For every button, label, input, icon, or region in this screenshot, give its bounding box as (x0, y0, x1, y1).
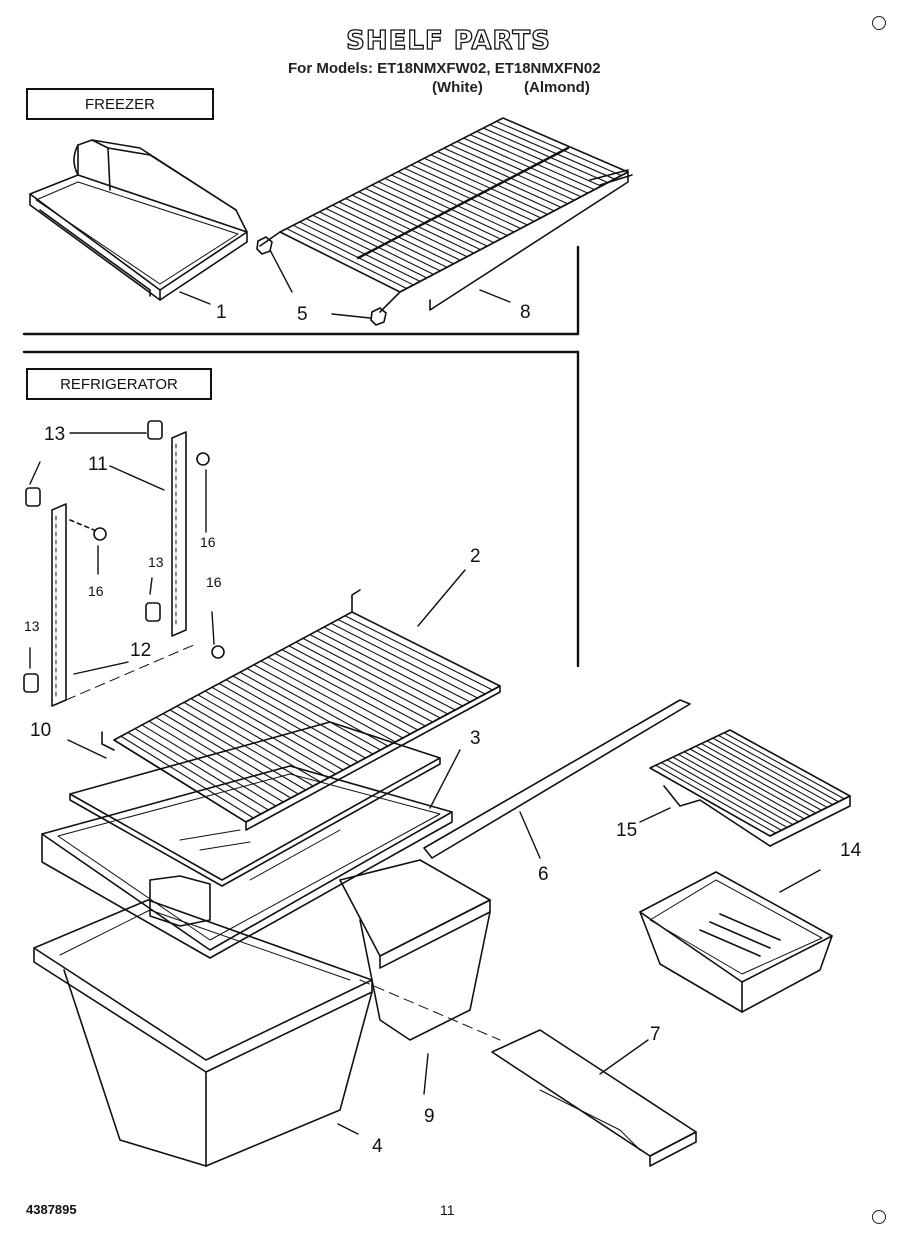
part-15-small-shelf (649, 729, 851, 847)
callout-2: 2 (470, 546, 481, 567)
callout-3: 3 (470, 728, 481, 749)
white-label: (White) (432, 79, 483, 96)
callout-13-mid: 13 (148, 554, 164, 570)
almond-label: (Almond) (524, 79, 590, 96)
part-4-crisper-drawer (33, 899, 373, 1167)
callout-9: 9 (424, 1106, 435, 1127)
callout-16-lower: 16 (206, 574, 222, 590)
part-number: 4387895 (26, 1202, 77, 1217)
part-6-divider-strip (423, 699, 691, 859)
freezer-section-label: FREEZER (26, 88, 214, 120)
models-line: For Models: ET18NMXFW02, ET18NMXFN02 (288, 60, 601, 77)
callout-14: 14 (840, 840, 862, 861)
callout-13-bottom: 13 (24, 618, 40, 634)
part-7-cover (491, 1029, 697, 1167)
part-12-shelf-ladder (51, 503, 197, 707)
page-number: 11 (440, 1202, 455, 1218)
part-10-glass-shelf (69, 721, 441, 887)
callout-13-top: 13 (44, 424, 66, 445)
part-8-freezer-wire-shelf (259, 117, 633, 313)
page-title: SHELF PARTS (345, 25, 551, 56)
callout-16-right: 16 (200, 534, 216, 550)
callout-4: 4 (372, 1136, 383, 1157)
registration-mark-bottom (872, 1210, 886, 1224)
part-5-shelf-supports (256, 236, 387, 326)
callout-5: 5 (297, 304, 308, 325)
callout-6: 6 (538, 864, 549, 885)
registration-mark-top (872, 16, 886, 30)
callout-1: 1 (216, 302, 227, 323)
callout-11: 11 (88, 454, 108, 475)
part-13-brackets (23, 420, 163, 693)
callout-leaders (29, 249, 821, 1135)
part-3-shelf-frame (41, 765, 453, 959)
callout-15: 15 (616, 820, 638, 841)
callout-12: 12 (130, 640, 152, 661)
refrigerator-section-label: REFRIGERATOR (26, 368, 212, 400)
callout-7: 7 (650, 1024, 661, 1045)
part-11-shelf-ladder (171, 431, 187, 637)
part-2-wire-shelf (101, 589, 501, 831)
section-dividers (22, 245, 580, 668)
part-14-small-drawer (639, 871, 833, 1013)
callout-16-left: 16 (88, 583, 104, 599)
part-16-screws (69, 452, 225, 659)
part-9-crisper-drawer (339, 859, 501, 1041)
callout-8: 8 (520, 302, 531, 323)
callout-10: 10 (30, 720, 52, 741)
part-1-freezer-bin (29, 139, 248, 301)
